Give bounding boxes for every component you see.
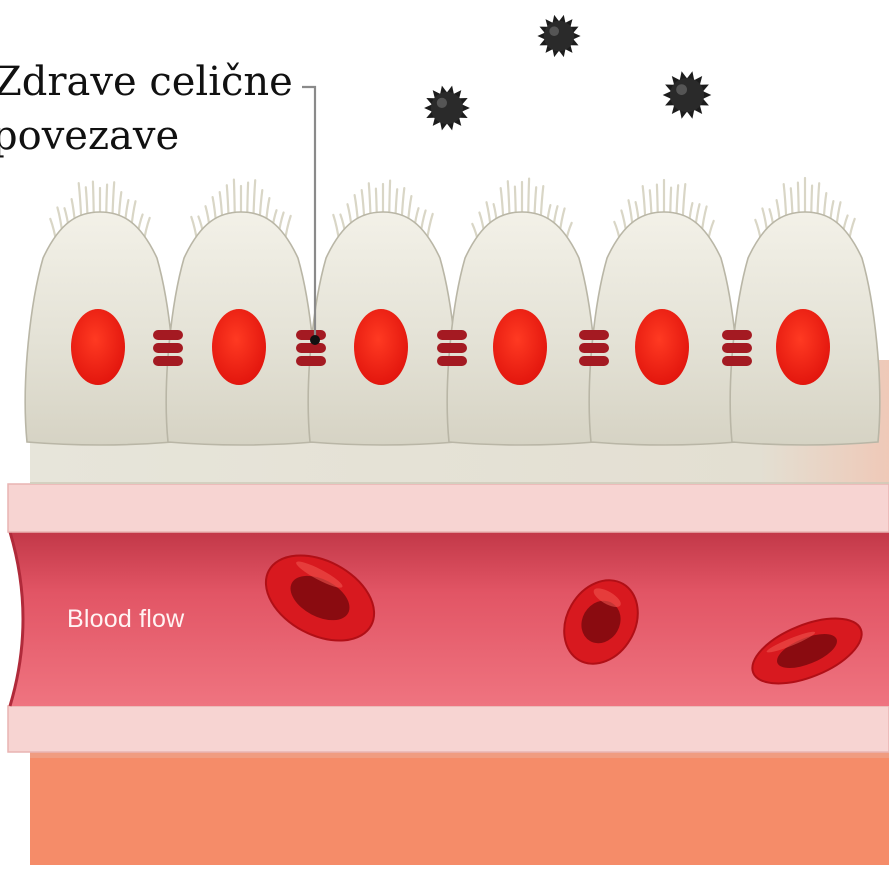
vessel-lower-wall <box>8 706 889 752</box>
tight-junction <box>296 330 326 366</box>
cell-nucleus <box>635 309 689 385</box>
pathogen-highlight <box>676 84 687 95</box>
epithelial-cell <box>589 180 739 445</box>
cell-nucleus <box>212 309 266 385</box>
junction-strand <box>296 356 326 366</box>
epithelial-cell <box>308 181 458 445</box>
microvillus <box>528 179 529 217</box>
microvillus <box>798 183 799 217</box>
tight-junction <box>722 330 752 366</box>
epithelial-cell <box>447 179 597 445</box>
junction-strand <box>437 343 467 353</box>
junction-strand <box>722 343 752 353</box>
vessel-upper-wall <box>8 484 889 532</box>
tissue-layer <box>30 752 889 865</box>
junction-label-line1: Zdrave celične <box>0 56 293 108</box>
junction-strand <box>579 343 609 353</box>
pathogen-body <box>544 21 574 51</box>
tight-junction <box>153 330 183 366</box>
junction-strand <box>722 330 752 340</box>
pathogen-highlight <box>549 26 559 36</box>
epithelial-cells <box>25 178 880 445</box>
cell-nucleus <box>776 309 830 385</box>
epithelial-cell <box>25 182 175 445</box>
pathogen-body <box>431 92 463 124</box>
pathogens <box>424 15 711 130</box>
blood-flow-label: Blood flow <box>67 605 184 634</box>
pathogen-icon <box>663 71 712 118</box>
junction-strand <box>153 330 183 340</box>
junction-strand <box>579 356 609 366</box>
cell-nucleus <box>493 309 547 385</box>
tissue-edge <box>30 752 889 758</box>
microvillus <box>93 182 94 217</box>
junction-strand <box>579 330 609 340</box>
junction-strand <box>722 356 752 366</box>
tight-junction <box>437 330 467 366</box>
junction-strand <box>296 343 326 353</box>
junction-strand <box>153 356 183 366</box>
cell-nucleus <box>71 309 125 385</box>
epithelial-cell <box>730 178 880 445</box>
microvillus <box>389 181 390 217</box>
pathogen-highlight <box>437 98 447 108</box>
callout-leader-dot <box>310 335 320 345</box>
junction-label-line2: povezave <box>0 110 179 162</box>
pathogen-body <box>670 78 704 112</box>
microvillus <box>247 183 248 217</box>
tight-junction <box>579 330 609 366</box>
pathogen-icon <box>424 86 470 131</box>
junction-strand <box>153 343 183 353</box>
junction-strand <box>437 330 467 340</box>
pathogen-icon <box>537 15 580 57</box>
junction-strand <box>437 356 467 366</box>
microvillus <box>234 180 235 217</box>
cell-nucleus <box>354 309 408 385</box>
epithelial-cell <box>166 180 316 445</box>
